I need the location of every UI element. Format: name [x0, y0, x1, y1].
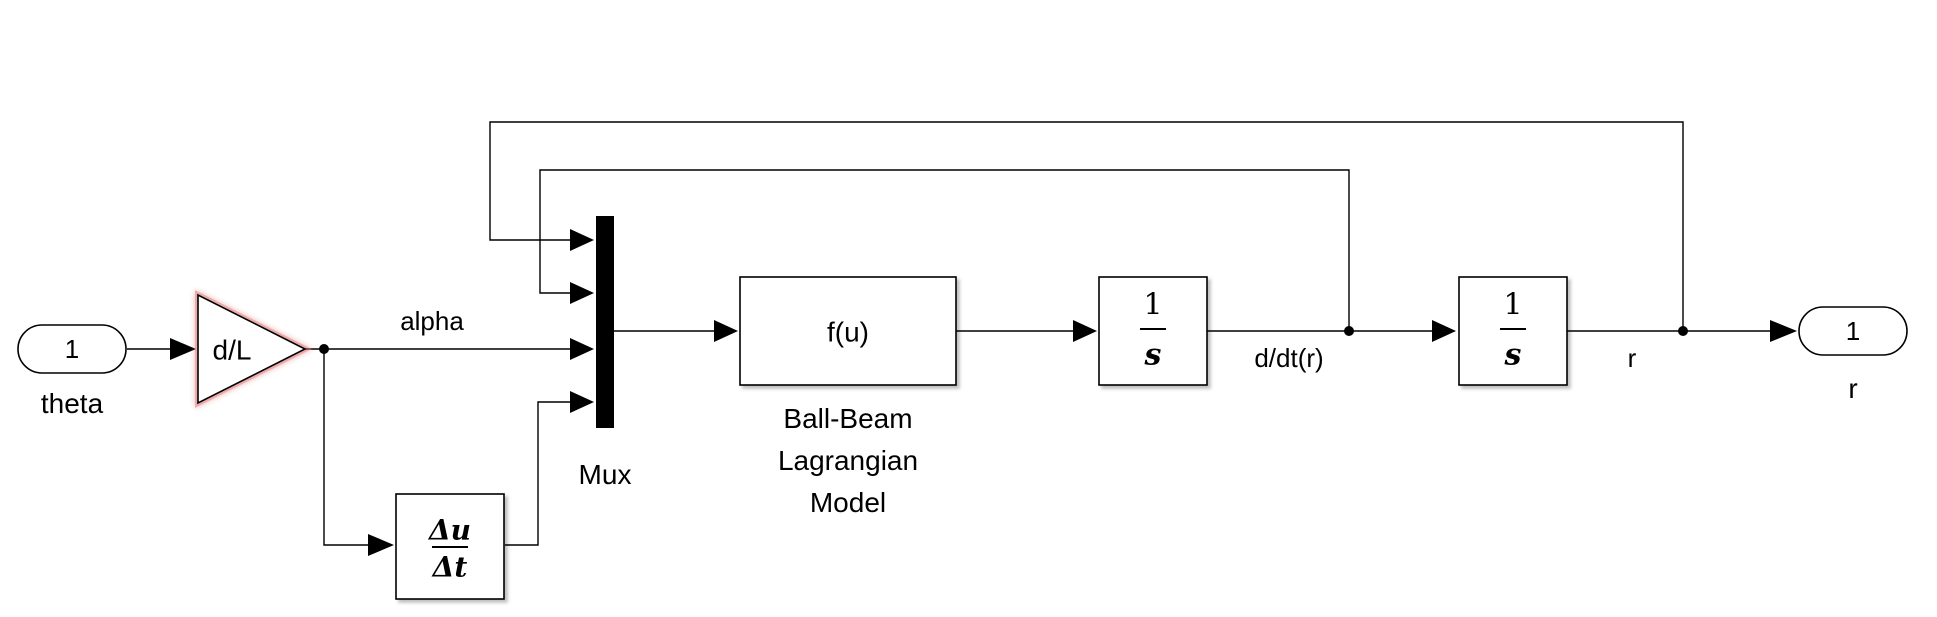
derivative-numerator: Δu	[427, 514, 471, 547]
wire-ddt-r-feedback[interactable]	[539, 169, 1350, 331]
arrowheads	[170, 229, 1797, 556]
fcn-name-line-2: Lagrangian	[778, 445, 918, 476]
integrator-2-denominator: s	[1504, 338, 1522, 373]
arrowhead-mux-input-1	[570, 229, 594, 251]
wire-derivative-to-mux[interactable]	[505, 401, 570, 546]
arrowhead-mux-input-3	[570, 338, 594, 360]
derivative-denominator: Δt	[431, 551, 468, 584]
integrator-1-numerator: 1	[1143, 288, 1162, 323]
arrowhead-integrator2-input	[1432, 320, 1456, 342]
inport-theta-number: 1	[65, 334, 79, 364]
gain-label: d/L	[213, 335, 252, 366]
integrator-2-block[interactable]: 1 s	[1458, 276, 1568, 386]
wire-r-feedback[interactable]	[489, 121, 1684, 331]
fcn-expression: f(u)	[827, 317, 869, 348]
wire-alpha-to-derivative[interactable]	[323, 349, 368, 546]
inport-theta[interactable]: 1 theta	[17, 324, 127, 419]
gain-triangle[interactable]	[197, 293, 307, 405]
arrowhead-mux-input-4	[570, 391, 594, 413]
fcn-block[interactable]: f(u) Ball-Beam Lagrangian Model	[739, 276, 957, 518]
derivative-block[interactable]: Δu Δt	[395, 493, 505, 600]
outport-r[interactable]: 1 r	[1798, 306, 1908, 404]
mux-bar[interactable]	[596, 216, 614, 428]
signal-label-alpha: alpha	[400, 306, 464, 336]
outport-r-number: 1	[1846, 316, 1860, 346]
inport-theta-shape[interactable]	[17, 324, 127, 374]
arrowhead-mux-input-2	[570, 282, 594, 304]
fcn-box[interactable]	[739, 276, 957, 386]
arrowhead-derivative-input	[368, 534, 394, 556]
mux-name: Mux	[579, 459, 632, 490]
integrator-1-block[interactable]: 1 s	[1098, 276, 1208, 386]
signal-label-ddt-r: d/dt(r)	[1254, 343, 1323, 373]
arrowhead-fcn-input	[714, 320, 738, 342]
integrator-2-numerator: 1	[1503, 288, 1522, 323]
branch-point-r	[1678, 326, 1688, 336]
fcn-name-line-1: Ball-Beam	[783, 403, 912, 434]
branch-points	[319, 326, 1688, 354]
integrator-1-box[interactable]	[1098, 276, 1208, 386]
signal-labels: alpha d/dt(r) r	[400, 306, 1636, 373]
branch-point-alpha	[319, 344, 329, 354]
fcn-name-line-3: Model	[810, 487, 886, 518]
outport-r-shape[interactable]	[1798, 306, 1908, 356]
inport-theta-name: theta	[41, 388, 104, 419]
branch-point-ddt-r	[1344, 326, 1354, 336]
gain-block[interactable]: d/L	[195, 290, 312, 408]
arrowhead-outport-input	[1770, 320, 1797, 342]
arrowhead-gain-input	[170, 338, 196, 360]
signal-lines	[127, 121, 1770, 546]
arrowhead-integrator1-input	[1073, 320, 1097, 342]
integrator-2-box[interactable]	[1458, 276, 1568, 386]
integrator-1-denominator: s	[1144, 338, 1162, 373]
signal-label-r: r	[1628, 343, 1637, 373]
mux-block[interactable]: Mux	[579, 216, 632, 490]
outport-r-name: r	[1848, 373, 1857, 404]
